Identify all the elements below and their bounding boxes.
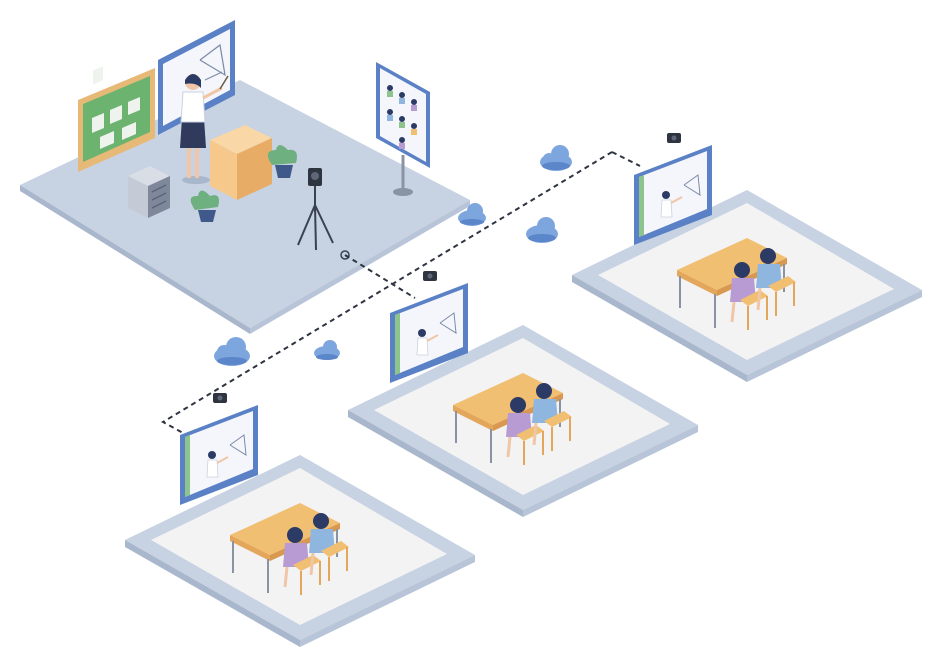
cabinet	[128, 166, 170, 218]
teacher-room	[20, 20, 470, 334]
podium	[210, 125, 272, 200]
teacher-figure	[180, 74, 229, 184]
network-connection-lines	[160, 151, 641, 435]
student-monitor	[376, 62, 430, 196]
plant-left	[190, 190, 219, 222]
chalkboard	[78, 66, 155, 172]
plant-right	[267, 145, 297, 178]
classroom-right	[570, 132, 924, 384]
cloud-icon	[214, 145, 572, 366]
tripod-camera-icon	[297, 168, 350, 260]
